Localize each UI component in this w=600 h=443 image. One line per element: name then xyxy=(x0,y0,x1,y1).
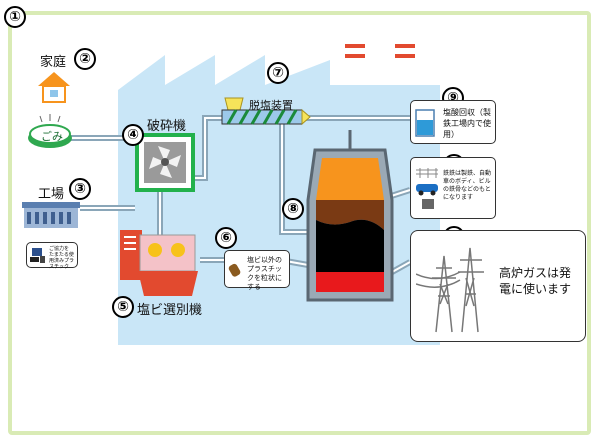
crusher-fan-icon xyxy=(135,133,195,192)
steel-note-text: 鉄鉄は製鉄、自動車のボディ、ビルの鉄骨などのもとになります xyxy=(443,170,492,201)
separator-icon xyxy=(120,230,198,296)
factory-label: 工場 xyxy=(38,187,65,202)
hcl-note-text: 塩酸回収（製鉄工場内で使用） xyxy=(443,108,491,139)
crusher-label: 破砕機 xyxy=(147,119,187,134)
gas-note-text: 高炉ガスは発電に使います xyxy=(499,266,572,296)
marker-1: ① xyxy=(4,6,26,28)
marker-5: ⑤ xyxy=(112,296,134,318)
outer-frame xyxy=(8,11,591,435)
car-icon xyxy=(416,168,438,209)
power-tower-icon xyxy=(416,247,484,333)
trash-bin-icon xyxy=(28,114,72,148)
house-icon xyxy=(38,72,70,103)
pellet-icon xyxy=(228,263,241,277)
marker-2: ② xyxy=(74,48,96,70)
separator-label: 塩ビ選別機 xyxy=(137,303,203,318)
marker-8: ⑧ xyxy=(282,198,304,220)
blast-gas-note: 高炉ガスは発電に使います xyxy=(410,230,586,342)
dechlorinator-icon xyxy=(221,97,311,126)
bin-label: ごみ xyxy=(41,130,63,143)
marker-4: ④ xyxy=(122,124,144,146)
beaker-icon xyxy=(415,109,435,137)
marker-6: ⑥ xyxy=(215,227,237,249)
pellet-note-text: 塩ビ以外のプラスチックを粒状にする xyxy=(247,256,282,291)
household-label: 家庭 xyxy=(40,55,67,70)
dechlorinator-label: 脱塩装置 xyxy=(249,99,293,112)
marker-7: ⑦ xyxy=(267,62,289,84)
computer-icon xyxy=(30,248,45,263)
factory-icon xyxy=(22,202,80,228)
blast-furnace xyxy=(306,130,394,302)
marker-3: ③ xyxy=(69,178,91,200)
chimney-icon xyxy=(345,40,415,85)
factory-note-text: ご協力をたまたる使用済みプラスチック xyxy=(49,246,75,270)
